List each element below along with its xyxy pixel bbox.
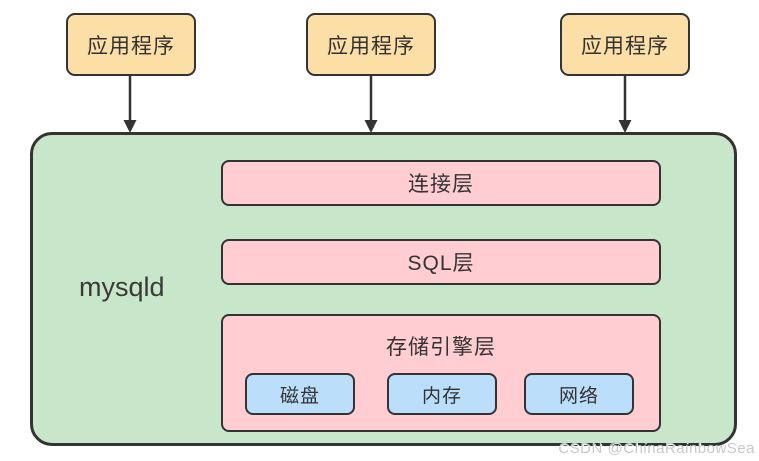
- layer-storage-engine-label: 存储引擎层: [386, 336, 496, 359]
- app-box-1-label: 应用程序: [87, 34, 175, 58]
- arrow-down-icon: [123, 76, 137, 133]
- app-box-2: 应用程序: [306, 13, 436, 76]
- arrow-down-icon: [364, 76, 378, 133]
- resource-network: 网络: [524, 373, 634, 415]
- arrow-down-icon: [618, 76, 632, 133]
- resource-disk: 磁盘: [245, 373, 355, 415]
- layer-connection-label: 连接层: [408, 173, 474, 196]
- app-box-1: 应用程序: [66, 13, 196, 76]
- resource-network-label: 网络: [558, 385, 599, 407]
- layer-connection: 连接层: [221, 160, 661, 206]
- resource-memory: 内存: [387, 373, 497, 415]
- layer-sql-label: SQL层: [407, 252, 475, 275]
- app-box-3-label: 应用程序: [581, 34, 669, 58]
- mysqld-label: mysqld: [79, 272, 165, 302]
- watermark: CSDN @ChinaRainbowSea: [558, 440, 755, 457]
- resource-disk-label: 磁盘: [279, 385, 320, 407]
- resource-memory-label: 内存: [421, 385, 462, 407]
- app-box-2-label: 应用程序: [327, 34, 415, 58]
- app-box-3: 应用程序: [560, 13, 690, 76]
- layer-sql: SQL层: [221, 239, 661, 285]
